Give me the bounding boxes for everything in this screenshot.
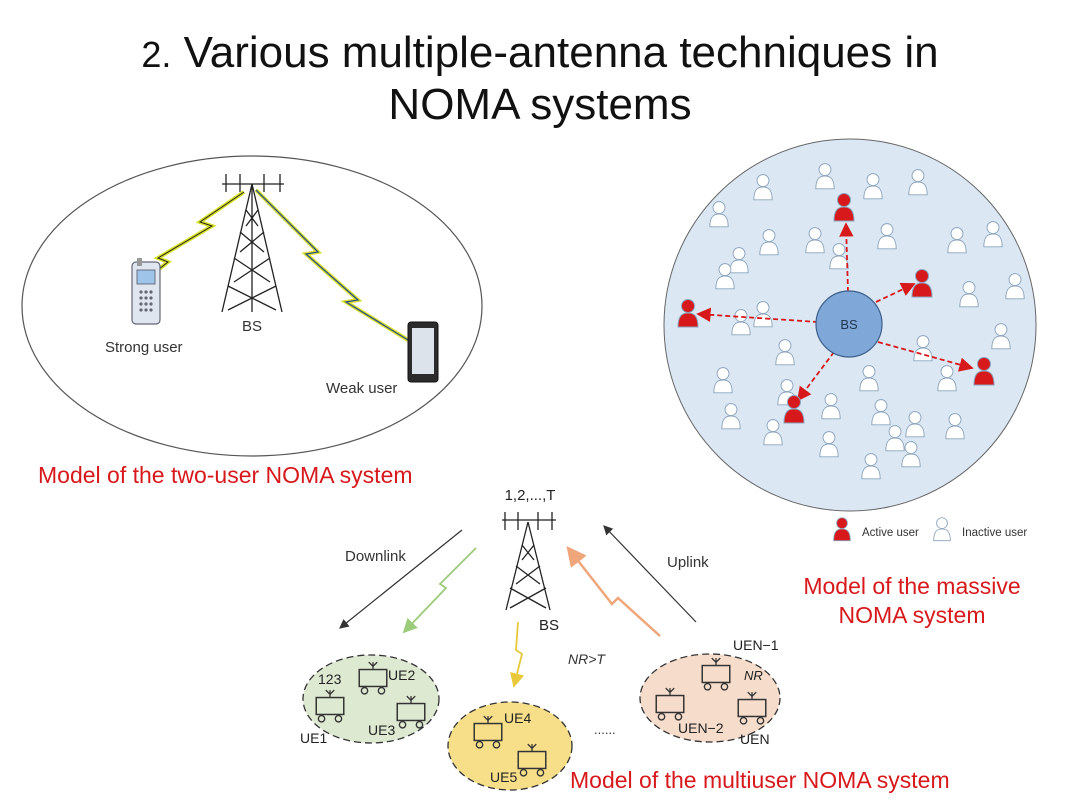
ue1-label: UE1 bbox=[300, 730, 327, 746]
title-line1: Various multiple-antenna techniques in bbox=[183, 28, 939, 77]
weak-user-label: Weak user bbox=[326, 380, 397, 397]
uplink-label: Uplink bbox=[667, 554, 709, 571]
ue5-label: UE5 bbox=[490, 769, 517, 785]
orange-user-cluster bbox=[639, 653, 781, 743]
page-title: 2. Various multiple-antenna techniques i… bbox=[0, 28, 1080, 130]
ue-n-label: UEN bbox=[740, 731, 770, 747]
ue4-label: UE4 bbox=[504, 710, 531, 726]
multiuser-tower-icon bbox=[502, 512, 556, 611]
active-user-legend-icon bbox=[833, 517, 851, 542]
massive-bs-label: BS bbox=[840, 317, 858, 332]
title-line2: NOMA systems bbox=[388, 80, 692, 129]
two-user-model: BS Strong user Weak user bbox=[21, 155, 483, 457]
multiuser-bs-label: BS bbox=[539, 617, 559, 634]
strong-user-label: Strong user bbox=[105, 339, 183, 356]
tower-icon bbox=[221, 174, 284, 313]
massive-legend: Active user Inactive user bbox=[833, 517, 1027, 542]
two-user-caption: Model of the two-user NOMA system bbox=[38, 462, 413, 488]
ellipsis-label: ...... bbox=[594, 722, 616, 737]
title-number: 2. bbox=[141, 34, 172, 75]
nr-condition-label: NR>T bbox=[568, 651, 606, 667]
downlink-arrow bbox=[339, 529, 463, 629]
green-link-arrow bbox=[402, 547, 477, 634]
yellow-link-arrow bbox=[510, 621, 525, 688]
multiuser-caption: Model of the multiuser NOMA system bbox=[570, 767, 950, 793]
bs-label: BS bbox=[242, 318, 262, 335]
massive-caption-line2: NOMA system bbox=[839, 602, 986, 628]
bs-to-active-arrows bbox=[696, 222, 974, 402]
legend-inactive-label: Inactive user bbox=[962, 527, 1027, 539]
ue-n1-label: UEN−1 bbox=[733, 637, 779, 653]
ue-numbers-label: 123 bbox=[318, 671, 342, 687]
strong-user-phone-icon bbox=[131, 258, 161, 325]
ue-n2-label: UEN−2 bbox=[678, 720, 724, 736]
massive-bs-circle bbox=[815, 290, 883, 358]
legend-active-label: Active user bbox=[862, 527, 919, 539]
antenna-label: 1,2,...,T bbox=[505, 487, 556, 504]
multiuser-model: 1,2,...,T BS Downlink Uplink NR>T 123 UE… bbox=[300, 487, 781, 791]
inactive-user-legend-icon bbox=[933, 517, 951, 542]
nr-label: NR bbox=[744, 668, 763, 683]
ue3-label: UE3 bbox=[368, 722, 395, 738]
massive-model: BS bbox=[663, 138, 1037, 512]
ue2-label: UE2 bbox=[388, 667, 415, 683]
weak-user-tablet-icon bbox=[407, 321, 439, 383]
orange-link-arrow bbox=[566, 546, 661, 637]
uplink-arrow bbox=[603, 525, 697, 623]
downlink-label: Downlink bbox=[345, 548, 406, 565]
massive-caption-line1: Model of the massive bbox=[803, 573, 1020, 599]
